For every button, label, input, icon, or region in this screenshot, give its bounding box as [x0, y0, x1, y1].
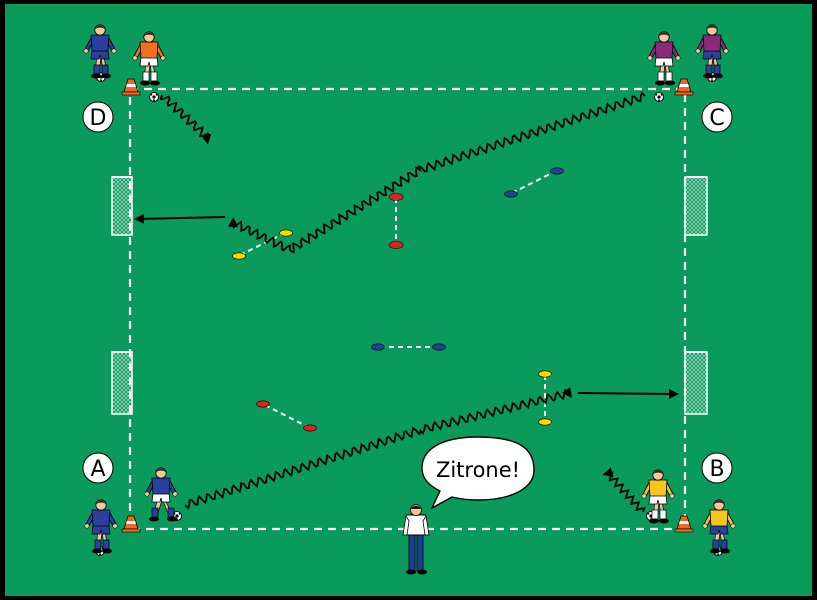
- gate-red-vertical: [388, 193, 404, 249]
- shot-arrow: [577, 388, 679, 399]
- svg-text:D: D: [90, 106, 107, 131]
- player-icon: [695, 24, 729, 79]
- station-c-label: C: [701, 101, 733, 133]
- station-d-label: D: [82, 101, 114, 133]
- goal-icon: [684, 176, 708, 236]
- soccer-ball-icon: [149, 92, 159, 102]
- player-icon: [84, 499, 118, 554]
- soccer-ball-icon: [654, 92, 664, 102]
- dribble-path-a: [184, 386, 572, 510]
- player-icon: [144, 467, 178, 522]
- svg-text:B: B: [709, 457, 724, 482]
- players: [83, 24, 736, 575]
- gate-blue-diagonal: [504, 167, 564, 198]
- station-a-label: A: [82, 452, 114, 484]
- dribble-path-b: [602, 467, 646, 513]
- player-icon: [702, 499, 736, 554]
- coach-figure: [402, 504, 430, 575]
- goal-icon: [111, 351, 133, 415]
- playing-area-boundary: [128, 87, 687, 531]
- coach-shout-text: Zitrone!: [436, 458, 520, 482]
- station-b-label: B: [701, 452, 733, 484]
- svg-text:C: C: [709, 106, 724, 131]
- goal-icon: [684, 351, 708, 415]
- player-icon: [132, 31, 166, 86]
- dribble-path-c: [227, 91, 646, 254]
- gate-yellow-diagonal: [232, 229, 293, 260]
- svg-text:A: A: [90, 457, 105, 482]
- player-icon: [647, 31, 681, 86]
- gate-blue-horizontal: [371, 343, 446, 351]
- gate-red-diagonal: [256, 400, 317, 432]
- player-icon: [641, 469, 675, 524]
- pitch: [5, 4, 812, 596]
- shot-arrow: [134, 213, 226, 224]
- player-icon: [83, 24, 117, 79]
- coach-speech-bubble: Zitrone!: [421, 436, 535, 510]
- gate-yellow-vertical: [538, 370, 552, 426]
- goal-icon: [111, 176, 133, 236]
- dribble-path-d: [159, 94, 212, 145]
- dribble-paths: [159, 91, 646, 513]
